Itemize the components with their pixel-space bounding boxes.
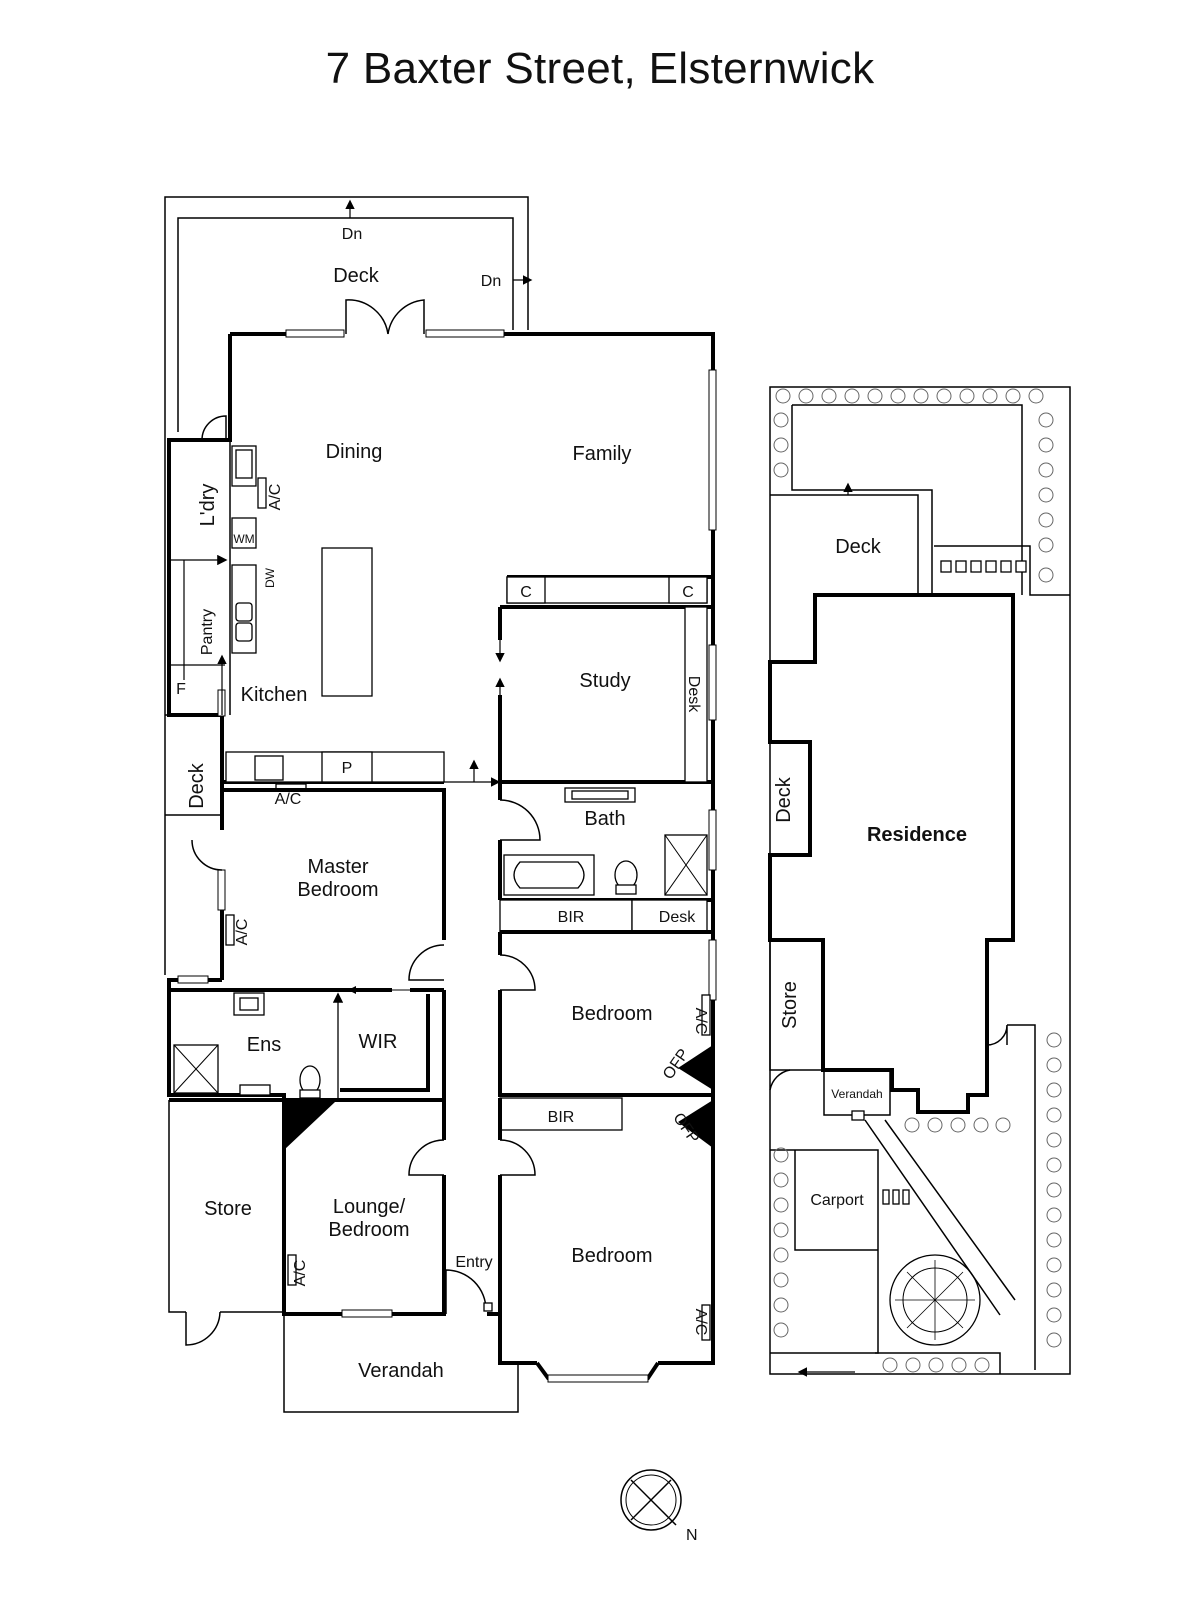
rear-deck-outline [164,196,529,432]
master-label-2: Bedroom [297,879,378,901]
bir-label-2: BIR [548,1109,575,1126]
ac-label-bedroom-1: A/C [692,1309,709,1336]
bath-label: Bath [584,808,625,830]
site-deck-label: Deck [835,536,882,558]
north-label: N [686,1527,698,1544]
laundry-label: L'dry [197,484,219,527]
ens-label: Ens [247,1034,281,1056]
site-side-deck-label: Deck [773,776,795,823]
ac-label-kitchen: A/C [275,791,302,808]
family-label: Family [573,443,632,465]
kitchen-island [321,547,373,697]
cupboard-label-right: C [682,584,694,601]
cupboard-label-left: C [520,584,532,601]
wm-label: WM [233,532,254,546]
fridge-label: F [176,681,186,698]
study-label: Study [579,670,630,692]
carport-label: Carport [810,1192,864,1209]
north-arrow-icon: N [620,1469,698,1544]
store-label: Store [204,1198,252,1220]
ac-label-lounge: A/C [292,1260,309,1287]
bedroom-label-1: Bedroom [571,1245,652,1267]
dn-label-top: Dn [342,226,362,243]
hedge-left [773,1147,789,1338]
ac-label-laundry: A/C [267,484,284,511]
residence-label: Residence [867,824,967,846]
wir-label: WIR [359,1031,398,1053]
dw-label: DW [263,567,277,588]
dn-label-right: Dn [481,273,501,290]
desk-label-bath: Desk [659,909,696,926]
p-label: P [342,760,353,777]
tree-icon [889,1254,981,1346]
lounge-label-2: Bedroom [328,1219,409,1241]
site-plan [768,386,1071,1377]
main-floor-plan [164,196,717,1413]
residence-outline [768,593,1015,1114]
lounge-label-1: Lounge/ [333,1196,406,1218]
site-store-label: Store [779,981,801,1029]
ac-label-bedroom-2: A/C [692,1008,709,1035]
dining-label: Dining [326,441,383,463]
deck-label: Deck [333,265,380,287]
hedge-top [773,388,1054,583]
site-verandah-label: Verandah [831,1087,882,1101]
desk-label-study: Desk [685,676,702,713]
front-verandah-outline [283,1314,519,1413]
hedge-right [1046,1032,1062,1348]
bedroom-label-2: Bedroom [571,1003,652,1025]
master-label-1: Master [307,856,368,878]
kitchen-label: Kitchen [241,684,308,706]
side-deck-label: Deck [186,762,208,809]
verandah-label: Verandah [358,1360,444,1382]
bir-label-1: BIR [558,909,585,926]
ac-label-master: A/C [234,919,251,946]
pantry-label: Pantry [199,609,216,655]
entry-label: Entry [455,1254,492,1271]
page-title: 7 Baxter Street, Elsternwick [325,44,875,93]
